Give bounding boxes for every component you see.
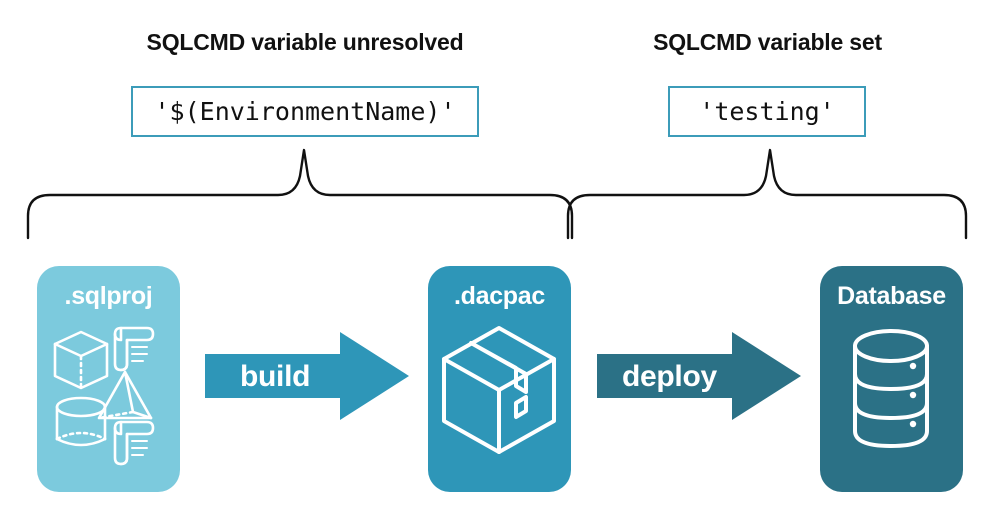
artifact-box-dacpac: .dacpac (428, 266, 571, 492)
brace-build-stage (26, 148, 574, 245)
code-value-unresolved: '$(EnvironmentName)' (131, 86, 479, 137)
pyramid-icon (97, 370, 153, 420)
code-value-set: 'testing' (668, 86, 866, 137)
artifact-label-database: Database (837, 282, 946, 310)
cylinder-icon (55, 396, 107, 447)
scroll-icon (113, 420, 155, 466)
scroll-icon (113, 326, 155, 372)
arrow-build (205, 332, 409, 425)
section-heading-build: SQLCMD variable unresolved (146, 29, 464, 55)
section-heading-deploy: SQLCMD variable set (653, 29, 882, 55)
arrow-deploy (597, 332, 801, 425)
cube-icon (53, 330, 109, 390)
arrow-label-build: build (240, 360, 311, 393)
database-cylinder-icon (853, 329, 929, 448)
artifact-label-sqlproj: .sqlproj (64, 282, 153, 310)
arrow-label-deploy: deploy (622, 360, 717, 393)
package-box-icon (442, 326, 556, 454)
brace-deploy-stage (566, 148, 968, 245)
artifact-box-sqlproj: .sqlproj (37, 266, 180, 492)
artifact-box-database: Database (820, 266, 963, 492)
artifact-label-dacpac: .dacpac (453, 282, 545, 310)
